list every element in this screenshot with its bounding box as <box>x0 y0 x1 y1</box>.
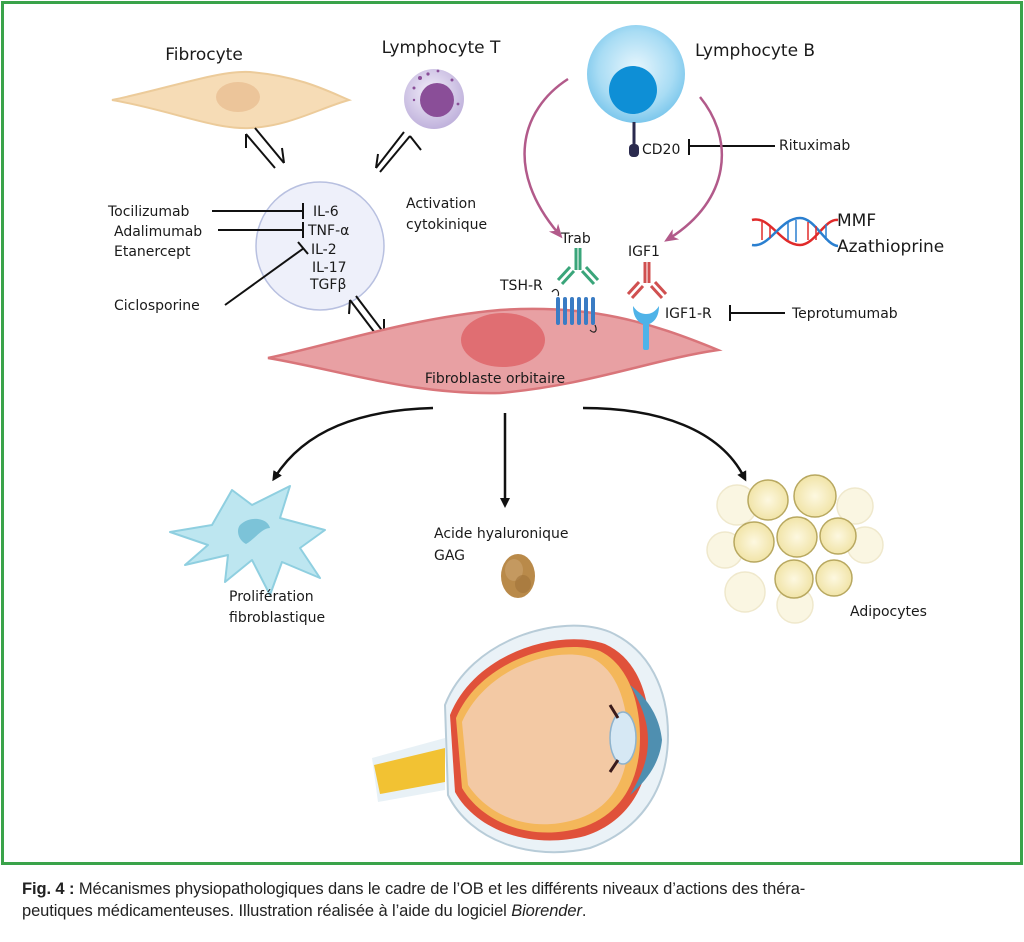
dna-icon <box>751 216 839 248</box>
trab-antibody <box>556 248 600 286</box>
rituximab-label: Rituximab <box>779 138 850 154</box>
left-inhibition-lines <box>212 203 309 306</box>
caption-end: . <box>581 902 587 920</box>
cytokine-tnfa: TNF-α <box>307 223 349 239</box>
caption-text-line2: peutiques médicamenteuses. Illustration … <box>22 902 512 920</box>
caption-text-line1: Mécanismes physiopathologiques dans le c… <box>74 880 806 898</box>
fibrocyte-label: Fibrocyte <box>165 45 243 65</box>
cytokine-il17: IL-17 <box>312 260 347 276</box>
cd20-label: CD20 <box>642 142 680 158</box>
proliferating-fibroblast-cell <box>169 485 326 596</box>
proliferation-label-line2: fibroblastique <box>229 610 325 626</box>
activation-label-line2: cytokinique <box>406 217 487 233</box>
fibroblaste-label: Fibroblaste orbitaire <box>425 371 565 387</box>
arrow-to-adipocytes <box>582 406 747 482</box>
igf1-receptor <box>633 306 659 350</box>
proliferation-label-line1: Prolifération <box>229 589 314 605</box>
lymphocyte-b-cell <box>587 25 685 157</box>
cytokine-tgfb: TGFβ <box>309 277 346 293</box>
pathophysiology-diagram: Fibrocyte Lymphocyte T Lymphocyte B CD20… <box>107 25 944 854</box>
equilibrium-lymphocyte-t <box>375 131 422 173</box>
acide-hyaluronique-label-line1: Acide hyaluronique <box>434 526 569 542</box>
rituximab-inhibition <box>688 139 775 155</box>
activation-label-line1: Activation <box>406 196 476 212</box>
equilibrium-fibrocyte <box>245 127 285 169</box>
teprotumumab-inhibition <box>729 305 785 321</box>
tsh-receptor <box>551 288 597 333</box>
mmf-label: MMF <box>837 211 876 231</box>
teprotumumab-label: Teprotumumab <box>791 306 898 322</box>
trab-label: Trab <box>560 231 591 247</box>
fibrocyte-nucleus <box>216 82 260 112</box>
adalimumab-label: Adalimumab <box>114 224 202 240</box>
gag-particle-icon <box>501 554 535 598</box>
igf1-r-label: IGF1-R <box>665 306 712 322</box>
eye-cross-section <box>372 624 670 854</box>
cytokine-il6: IL-6 <box>313 204 339 220</box>
arrow-b-to-trab <box>523 77 569 239</box>
azathioprine-label: Azathioprine <box>837 237 944 257</box>
cd20-receptor <box>629 144 639 157</box>
lymphocyte-t-cell <box>404 69 464 129</box>
tsh-r-label: TSH-R <box>499 278 543 294</box>
acide-hyaluronique-label-line2: GAG <box>434 548 465 564</box>
figure-caption: Fig. 4 : Mécanismes physiopathologiques … <box>22 878 1012 922</box>
cytokine-activation-circle <box>255 181 385 311</box>
arrow-to-proliferation <box>272 406 434 482</box>
igf1-label: IGF1 <box>628 244 660 260</box>
figure-frame <box>1 1 1023 865</box>
lymphocyte-b-label: Lymphocyte B <box>695 41 815 61</box>
ciclosporine-label: Ciclosporine <box>114 298 200 314</box>
caption-label: Fig. 4 : <box>22 880 75 898</box>
fibrocyte-cell <box>111 70 353 130</box>
cytokine-il2: IL-2 <box>311 242 337 258</box>
fibroblaste-orbitaire-cell <box>267 307 723 395</box>
adipocytes-label: Adipocytes <box>850 604 927 620</box>
lymphocyte-t-label: Lymphocyte T <box>382 38 501 58</box>
arrow-b-to-igf1 <box>664 96 724 242</box>
etanercept-label: Etanercept <box>114 244 191 260</box>
adipocytes-cluster <box>706 474 884 624</box>
igf1-antibody <box>626 262 668 300</box>
caption-software: Biorender <box>511 902 582 920</box>
equilibrium-fibroblaste <box>348 295 385 338</box>
tocilizumab-label: Tocilizumab <box>107 204 190 220</box>
